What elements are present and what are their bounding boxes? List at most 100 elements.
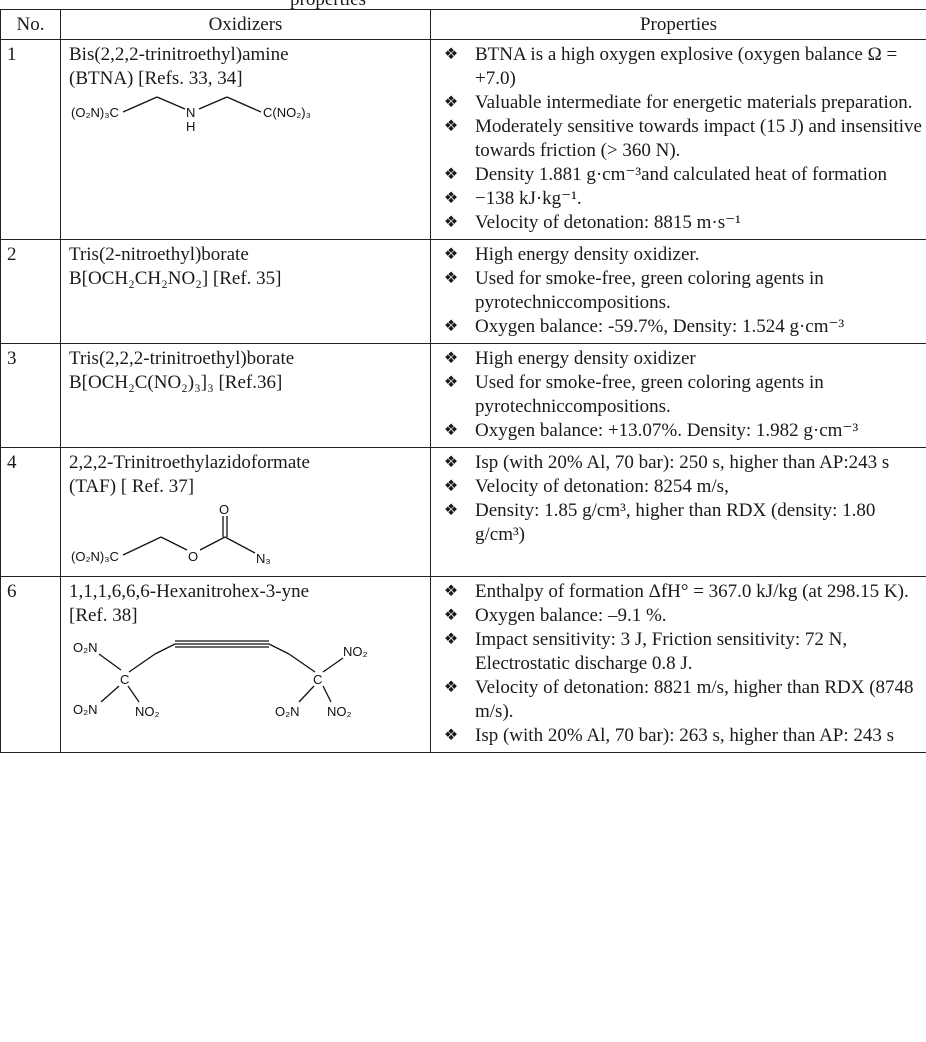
caption-fragment: properties xyxy=(290,0,366,10)
oxidizer-cell: Bis(2,2,2-trinitroethyl)amine (BTNA) [Re… xyxy=(60,39,431,240)
oxidizer-name-line: Tris(2,2,2-trinitroethyl)borate xyxy=(69,348,295,369)
property-text: Isp (with 20% Al, 70 bar): 250 s, higher… xyxy=(475,452,890,473)
property-text: −138 kJ·kg⁻¹. xyxy=(475,188,582,209)
four-petal-diamond-bullet-icon: ❖ xyxy=(443,94,459,111)
four-petal-diamond-bullet-icon: ❖ xyxy=(443,583,459,600)
list-item: ❖ Impact sensitivity: 3 J, Friction sensi… xyxy=(439,628,924,676)
list-item: ❖ Density 1.881 g·cm⁻³and calculated heat… xyxy=(439,163,924,187)
property-text: Oxygen balance: +13.07%. Density: 1.982 … xyxy=(475,420,859,441)
property-text: Velocity of detonation: 8821 m/s, higher… xyxy=(475,677,914,722)
property-text: Valuable intermediate for energetic mate… xyxy=(475,92,913,113)
structure-label: NO₂ xyxy=(327,704,352,719)
list-item: ❖ Oxygen balance: +13.07%. Density: 1.982… xyxy=(439,419,924,443)
list-item: ❖ Valuable intermediate for energetic mat… xyxy=(439,91,924,115)
structure-label: O₂N xyxy=(275,704,300,719)
property-text: Used for smoke-free, green coloring agen… xyxy=(475,268,824,313)
list-item: ❖Velocity of detonation: 8815 m·s⁻¹ xyxy=(439,211,924,235)
properties-cell: ❖ Isp (with 20% Al, 70 bar): 250 s, highe… xyxy=(430,447,926,577)
structure-label: NO₂ xyxy=(343,644,368,659)
structure-label: O xyxy=(219,503,229,517)
four-petal-diamond-bullet-icon: ❖ xyxy=(443,502,459,519)
structure-label: (O₂N)₃C xyxy=(71,105,119,120)
properties-list: ❖ High energy density oxidizer. ❖ Used for… xyxy=(439,243,924,339)
oxidizer-name-line: 2,2,2-Trinitroethylazidoformate xyxy=(69,452,310,473)
property-text: Moderately sensitive towards impact (15 … xyxy=(475,116,922,161)
row-number: 3 xyxy=(0,343,61,448)
four-petal-diamond-bullet-icon: ❖ xyxy=(443,454,459,471)
row-number: 4 xyxy=(0,447,61,577)
property-text: Velocity of detonation: 8254 m/s, xyxy=(475,476,729,497)
structure-label: C(NO₂)₃ xyxy=(263,105,311,120)
oxidizer-cell: 2,2,2-Trinitroethylazidoformate (TAF) [ … xyxy=(60,447,431,577)
four-petal-diamond-bullet-icon: ❖ xyxy=(443,607,459,624)
list-item: ❖Moderately sensitive towards impact (15… xyxy=(439,115,924,163)
structure-label: H xyxy=(186,119,195,134)
oxidizer-name-line: [Ref. 38] xyxy=(69,605,138,626)
row-number: 1 xyxy=(0,39,61,240)
oxidizer-cell: 1,1,1,6,6,6-Hexanitrohex-3-yne [Ref. 38]… xyxy=(60,576,431,753)
properties-cell: ❖ BTNA is a high oxygen explosive (oxygen… xyxy=(430,39,926,240)
property-text: Velocity of detonation: 8815 m·s⁻¹ xyxy=(475,212,741,233)
four-petal-diamond-bullet-icon: ❖ xyxy=(443,318,459,335)
oxidizer-cell: Tris(2-nitroethyl)borate B[OCH₂CH₂NO₂] [… xyxy=(60,239,431,344)
properties-cell: ❖ High energy density oxidizer. ❖ Used for… xyxy=(430,239,926,344)
structure-label: N₃ xyxy=(256,551,271,566)
taf-structure: (O₂N)₃C O O N₃ xyxy=(71,503,271,566)
list-item: ❖ Density: 1.85 g/cm³, higher than RDX (d… xyxy=(439,499,924,547)
list-item: ❖High energy density oxidizer xyxy=(439,347,924,371)
header-row: No. Oxidizers Properties xyxy=(0,9,926,40)
four-petal-diamond-bullet-icon: ❖ xyxy=(443,374,459,391)
table-row: 6 1,1,1,6,6,6-Hexanitrohex-3-yne [Ref. 3… xyxy=(0,576,926,753)
property-text: BTNA is a high oxygen explosive (oxygen … xyxy=(475,44,898,89)
oxidizer-name-line: Tris(2-nitroethyl)borate xyxy=(69,244,249,265)
four-petal-diamond-bullet-icon: ❖ xyxy=(443,478,459,495)
oxidizer-name-line: (TAF) [ Ref. 37] xyxy=(69,476,195,497)
btna-structure: (O₂N)₃C N H C(NO₂)₃ xyxy=(71,96,311,134)
properties-cell: ❖High energy density oxidizer ❖Used for … xyxy=(430,343,926,448)
oxidizer-name-line: 1,1,1,6,6,6-Hexanitrohex-3-yne xyxy=(69,581,310,602)
properties-list: ❖ BTNA is a high oxygen explosive (oxygen… xyxy=(439,43,924,235)
four-petal-diamond-bullet-icon: ❖ xyxy=(443,270,459,287)
structure-label: N xyxy=(186,105,195,120)
four-petal-diamond-bullet-icon: ❖ xyxy=(443,190,459,207)
four-petal-diamond-bullet-icon: ❖ xyxy=(443,422,459,439)
four-petal-diamond-bullet-icon: ❖ xyxy=(443,350,459,367)
table-row: 4 2,2,2-Trinitroethylazidoformate (TAF) … xyxy=(0,447,926,577)
list-item: ❖ −138 kJ·kg⁻¹. xyxy=(439,187,924,211)
property-text: Density: 1.85 g/cm³, higher than RDX (de… xyxy=(475,500,876,545)
structure-label: O₂N xyxy=(73,640,98,655)
structure-label: O xyxy=(188,549,198,564)
four-petal-diamond-bullet-icon: ❖ xyxy=(443,679,459,696)
oxidizer-name-line: B[OCH₂CH₂NO₂] [Ref. 35] xyxy=(69,268,282,289)
property-text: High energy density oxidizer. xyxy=(475,244,700,265)
hexanitrohexyne-structure: O₂N C O₂N NO₂ xyxy=(73,640,368,719)
property-text: Isp (with 20% Al, 70 bar): 263 s, higher… xyxy=(475,725,895,746)
oxidizer-name-line: Bis(2,2,2-trinitroethyl)amine xyxy=(69,44,289,65)
four-petal-diamond-bullet-icon: ❖ xyxy=(443,727,459,744)
row-number: 2 xyxy=(0,239,61,344)
list-item: ❖ Velocity of detonation: 8821 m/s, highe… xyxy=(439,676,924,724)
structure-label: C xyxy=(313,672,322,687)
table-row: 2 Tris(2-nitroethyl)borate B[OCH₂CH₂NO₂]… xyxy=(0,239,926,344)
row-number: 6 xyxy=(0,576,61,753)
four-petal-diamond-bullet-icon: ❖ xyxy=(443,631,459,648)
list-item: ❖ Enthalpy of formation ΔfH° = 367.0 kJ/k… xyxy=(439,580,924,604)
list-item: ❖Used for smoke-free, green coloring age… xyxy=(439,371,924,419)
structure-label: C xyxy=(120,672,129,687)
list-item: ❖ High energy density oxidizer. xyxy=(439,243,924,267)
property-text: Oxygen balance: -59.7%, Density: 1.524 g… xyxy=(475,316,845,337)
header-oxidizers: Oxidizers xyxy=(60,9,431,40)
structure-label: NO₂ xyxy=(135,704,160,719)
properties-list: ❖ Enthalpy of formation ΔfH° = 367.0 kJ/k… xyxy=(439,580,924,748)
header-properties: Properties xyxy=(430,9,926,40)
oxidizer-name-line: (BTNA) [Refs. 33, 34] xyxy=(69,68,243,89)
table-row: 3 Tris(2,2,2-trinitroethyl)borate B[OCH₂… xyxy=(0,343,926,448)
four-petal-diamond-bullet-icon: ❖ xyxy=(443,166,459,183)
property-text: Density 1.881 g·cm⁻³and calculated heat … xyxy=(475,164,887,185)
list-item: ❖ Isp (with 20% Al, 70 bar): 250 s, highe… xyxy=(439,451,924,475)
property-text: Impact sensitivity: 3 J, Friction sensit… xyxy=(475,629,848,674)
property-text: Enthalpy of formation ΔfH° = 367.0 kJ/kg… xyxy=(475,581,909,602)
four-petal-diamond-bullet-icon: ❖ xyxy=(443,246,459,263)
oxidizer-cell: Tris(2,2,2-trinitroethyl)borate B[OCH₂C(… xyxy=(60,343,431,448)
structure-label: O₂N xyxy=(73,702,98,717)
